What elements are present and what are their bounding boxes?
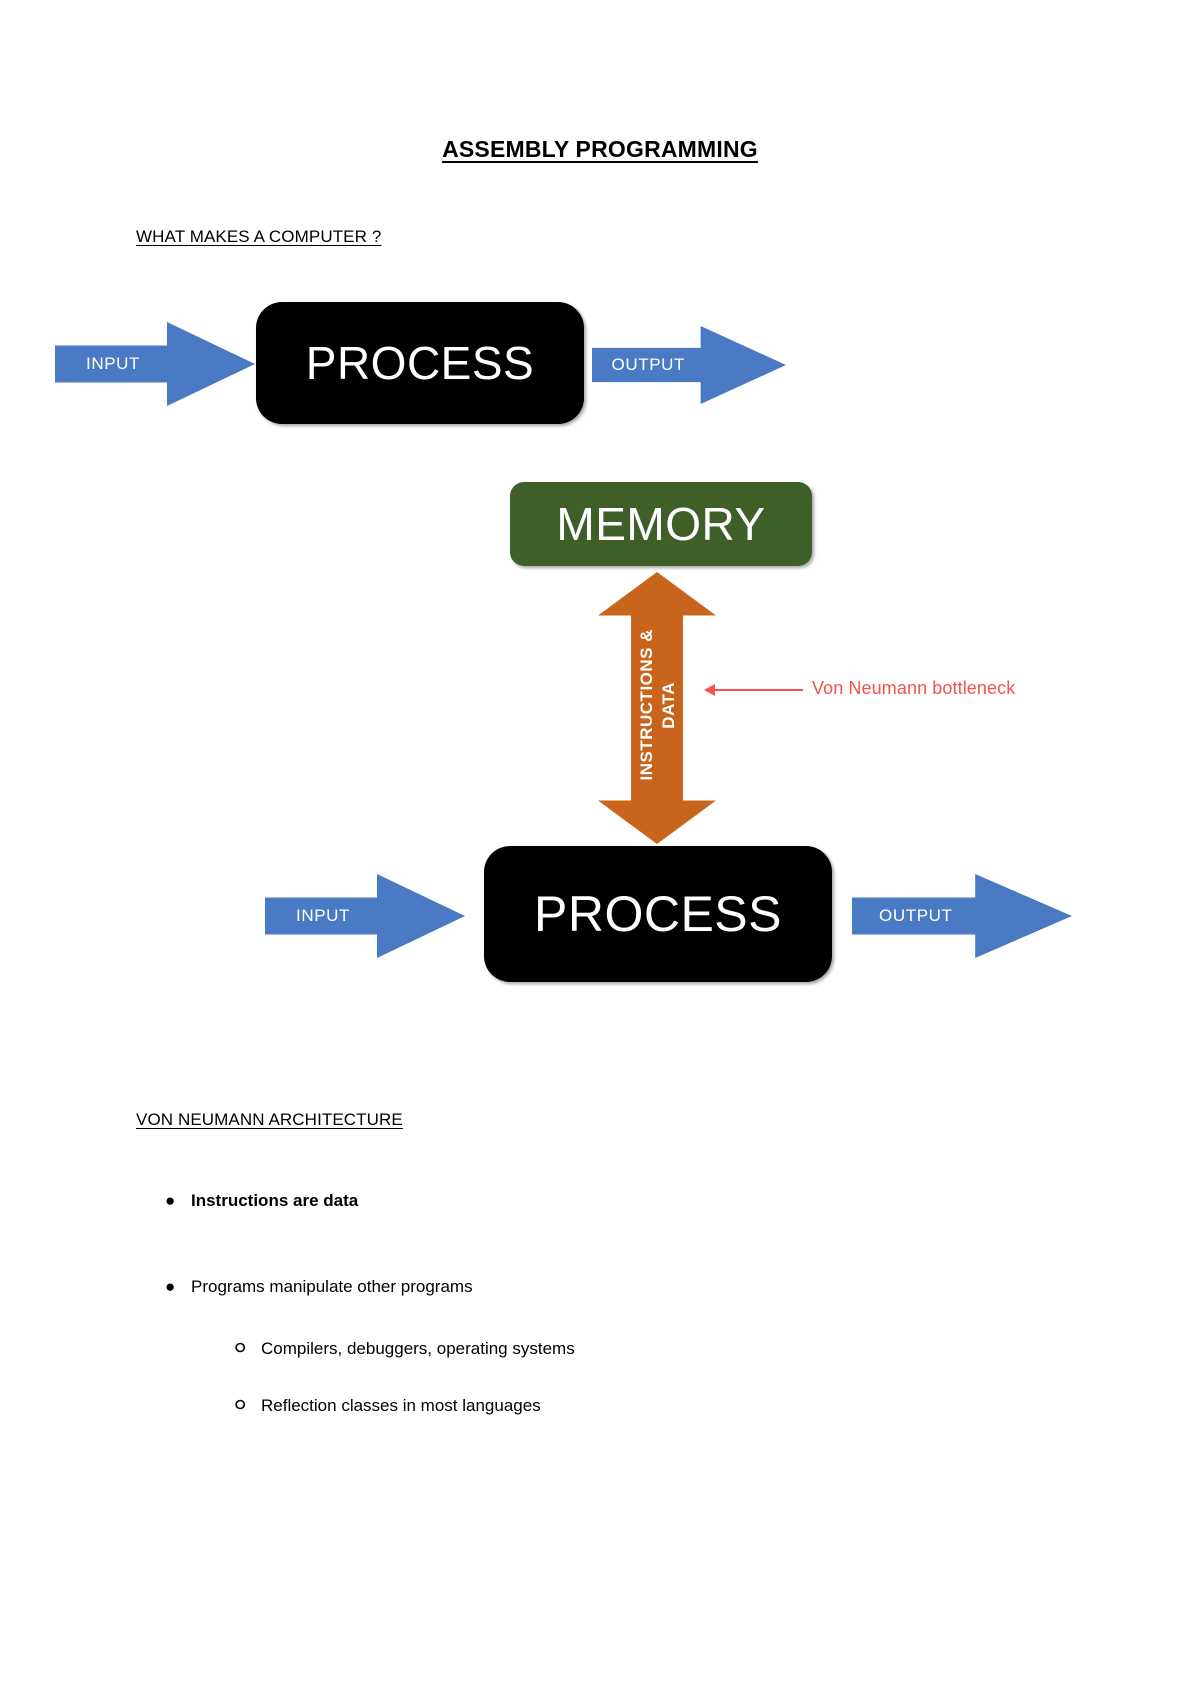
sub-bullet-marker-icon: ⭘ [235,1340,246,1355]
process-box-simple: PROCESS [256,302,584,424]
list-item: ● Instructions are data [165,1192,358,1209]
list-item: ● Programs manipulate other programs [165,1278,473,1295]
list-item-label: Instructions are data [191,1191,359,1210]
output-arrow-simple-label: OUTPUT [611,355,685,374]
page-title: ASSEMBLY PROGRAMMING [442,136,758,162]
sub-list-item: ⭘ Compilers, debuggers, operating system… [235,1340,575,1357]
input-arrow-simple: INPUT [55,322,255,406]
input-arrow-vonneumann-label: INPUT [296,906,350,925]
instructions-data-bus-labels: INSTRUCTIONS & DATA [616,620,700,790]
sub-list-item-label: Reflection classes in most languages [261,1396,541,1415]
memory-box-label: MEMORY [556,498,766,550]
bus-label-data: DATA [659,681,678,729]
sub-bullet-marker-icon: ⭘ [235,1397,246,1412]
annotation-arrowhead-icon [704,684,715,696]
bus-label-instructions: INSTRUCTIONS & [637,629,656,781]
process-box-vonneumann-label: PROCESS [533,886,782,942]
bullet-marker-icon: ● [165,1191,176,1210]
sub-list-item-label: Compilers, debuggers, operating systems [261,1339,575,1358]
output-arrow-vonneumann: OUTPUT [852,874,1072,958]
sub-list-item: ⭘ Reflection classes in most languages [235,1397,541,1414]
list-item-label: Programs manipulate other programs [191,1277,473,1296]
output-arrow-simple: OUTPUT [592,326,786,404]
input-arrow-simple-label: INPUT [86,354,140,373]
input-arrow-vonneumann: INPUT [265,874,465,958]
von-neumann-bottleneck-annotation: Von Neumann bottleneck [812,678,1016,698]
output-arrow-vonneumann-label: OUTPUT [879,906,953,925]
section-heading-von-neumann-architecture: VON NEUMANN ARCHITECTURE [136,1110,403,1129]
memory-box: MEMORY [510,482,812,566]
annotation-leader-line [715,689,803,691]
section-heading-what-makes-a-computer: WHAT MAKES A COMPUTER ? [136,227,382,246]
process-box-vonneumann: PROCESS [484,846,832,982]
process-box-simple-label: PROCESS [305,337,535,389]
bullet-marker-icon: ● [165,1277,176,1296]
